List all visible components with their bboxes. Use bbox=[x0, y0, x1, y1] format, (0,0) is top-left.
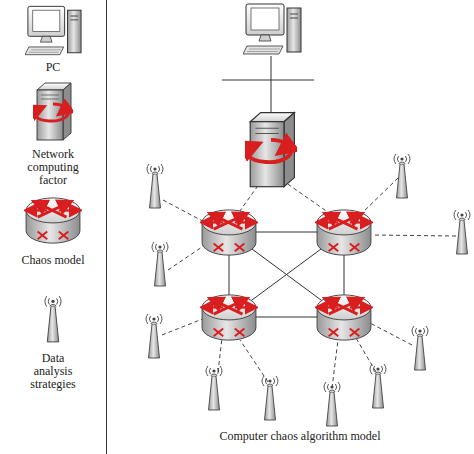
dashed-link bbox=[332, 340, 338, 388]
antenna-symbol bbox=[146, 314, 162, 358]
dashed-link bbox=[360, 178, 398, 215]
router-symbol bbox=[202, 295, 256, 340]
pc-wire bbox=[271, 56, 272, 112]
dashed-link bbox=[162, 318, 205, 335]
bus-line bbox=[222, 80, 314, 81]
dashed-link bbox=[168, 245, 205, 270]
dashed-link bbox=[356, 338, 376, 372]
antenna-symbol bbox=[370, 364, 386, 408]
legend-text: PC bbox=[13, 61, 93, 74]
antenna-symbol bbox=[45, 296, 61, 342]
router-symbol bbox=[317, 210, 371, 255]
antenna-symbol bbox=[152, 242, 168, 286]
router-symbol bbox=[26, 198, 80, 243]
antenna-symbol bbox=[147, 164, 163, 208]
panel-divider bbox=[106, 0, 107, 454]
dashed-link bbox=[240, 340, 268, 382]
router-symbol bbox=[317, 295, 371, 340]
antenna-symbol bbox=[262, 376, 278, 420]
dashed-link bbox=[218, 338, 222, 372]
pc-symbol bbox=[25, 6, 81, 54]
legend-text: Chaos model bbox=[8, 254, 98, 267]
legend-text: Data analysis strategies bbox=[22, 352, 84, 391]
figure-caption: Computer chaos algorithm model bbox=[150, 430, 450, 443]
antenna-links bbox=[162, 178, 456, 388]
router-symbol bbox=[202, 210, 256, 255]
server-symbol bbox=[34, 83, 71, 140]
pc-symbol bbox=[243, 4, 301, 54]
legend-text: Network computing factor bbox=[22, 148, 84, 187]
dashed-link bbox=[368, 322, 412, 345]
antenna-symbol bbox=[454, 210, 470, 254]
server-symbol bbox=[247, 113, 294, 187]
antenna-symbol bbox=[412, 326, 428, 370]
antenna-symbol bbox=[206, 366, 222, 410]
dashed-link bbox=[372, 235, 456, 236]
antenna-symbol bbox=[324, 382, 340, 426]
antenna-symbol bbox=[394, 154, 410, 198]
